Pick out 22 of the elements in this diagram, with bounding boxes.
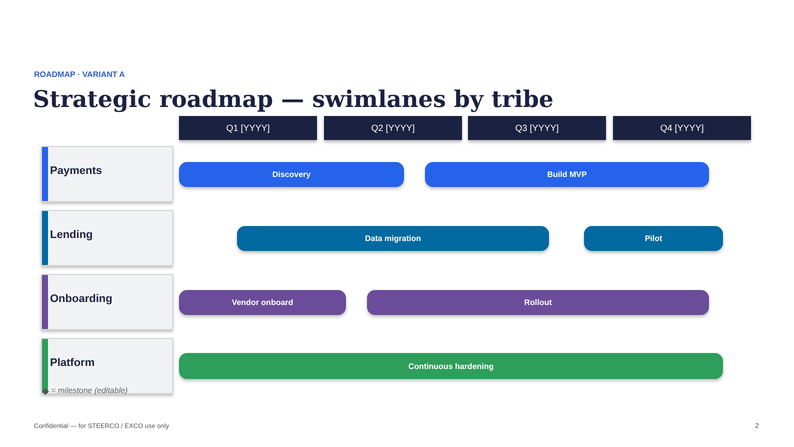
quarter-header: Q2 [YYYY] [324, 116, 462, 140]
title: Strategic roadmap — swimlanes by tribe [33, 86, 554, 113]
lane-title: Payments [50, 165, 102, 177]
kicker: ROADMAP · VARIANT A [34, 70, 125, 79]
swimlane-card [41, 210, 173, 266]
roadmap-bar: Data migration [237, 226, 549, 251]
legend-text: = milestone (editable) [51, 386, 128, 395]
swimlane-card [41, 274, 173, 330]
roadmap-bar: Build MVP [425, 162, 709, 187]
roadmap-bar: Rollout [367, 290, 709, 315]
quarter-header: Q3 [YYYY] [468, 116, 606, 140]
swimlane-card [41, 338, 173, 394]
quarter-header: Q1 [YYYY] [179, 116, 317, 140]
quarter-header: Q4 [YYYY] [613, 116, 751, 140]
lane-title: Platform [50, 357, 95, 369]
swimlane-card [41, 146, 173, 202]
roadmap-bar: Pilot [584, 226, 723, 251]
lane-title: Lending [50, 229, 93, 241]
roadmap-bar: Discovery [179, 162, 404, 187]
roadmap-bar: Vendor onboard [179, 290, 346, 315]
roadmap-bar: Continuous hardening [179, 353, 723, 379]
lane-title: Onboarding [50, 293, 112, 305]
